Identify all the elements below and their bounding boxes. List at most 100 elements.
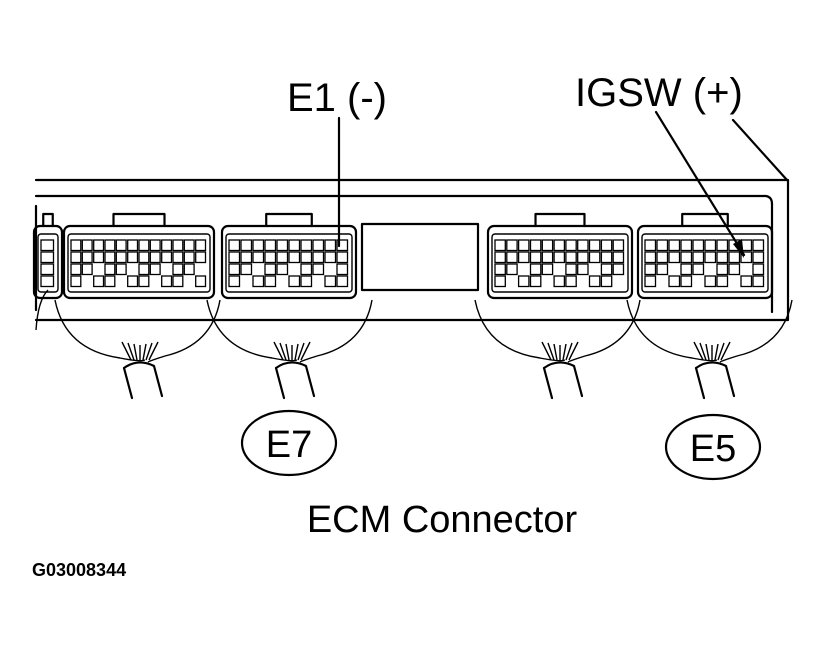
connector-partial-left	[32, 212, 64, 300]
wire-strand	[705, 343, 710, 361]
connector-pin	[553, 239, 566, 252]
wire-strand	[294, 343, 299, 361]
connector-pin	[161, 239, 173, 252]
connector-pin	[264, 251, 277, 264]
wire-strand	[565, 342, 573, 361]
connector-pin	[656, 263, 669, 276]
connector-pin	[195, 251, 207, 264]
connector-latch	[42, 212, 54, 228]
connector-pin	[728, 251, 741, 264]
connector-pin	[752, 263, 765, 276]
connector-pin	[288, 251, 301, 264]
connector-pin	[716, 239, 729, 252]
connector-body	[32, 224, 64, 300]
connector-pin	[40, 275, 55, 288]
wire-strand	[121, 341, 132, 361]
connector-inner-frame	[641, 233, 769, 293]
wire-strand	[279, 342, 287, 361]
connector-pin	[183, 251, 195, 264]
connector-pin	[680, 251, 693, 264]
connector-latch	[112, 212, 166, 228]
connector-pin	[644, 239, 657, 252]
wire-strand	[720, 341, 731, 361]
wire-sheath	[122, 361, 164, 400]
connector-inner-frame	[67, 233, 211, 293]
connector-pin	[70, 239, 82, 252]
connector-pin	[252, 251, 265, 264]
connector-body	[220, 224, 358, 300]
connector-pin	[172, 263, 184, 276]
wire-strand	[127, 342, 135, 361]
connector-pin	[529, 263, 542, 276]
connector-pin	[692, 263, 705, 276]
wire-loop-right	[147, 299, 221, 363]
connector-body	[62, 224, 216, 300]
connector-pin	[127, 275, 139, 288]
connector-pin	[600, 251, 613, 264]
connector-pin	[668, 251, 681, 264]
wire-loop-left	[206, 299, 298, 362]
connector-pin	[104, 251, 116, 264]
connector-pin	[704, 251, 717, 264]
connector-pin	[312, 239, 325, 252]
connector-pin	[506, 263, 518, 276]
connector-pin	[138, 263, 150, 276]
connector-e5-group	[486, 212, 774, 300]
connector-pin	[240, 239, 253, 252]
connector-pin	[183, 263, 195, 276]
connector-pin	[40, 263, 55, 276]
connector-pin	[149, 251, 161, 264]
wire-loop-right	[567, 299, 641, 363]
wire-loop-right	[719, 299, 793, 363]
connector-pin	[252, 239, 265, 252]
ecm-housing	[34, 178, 790, 322]
connector-pin	[70, 251, 82, 264]
connector-a1	[62, 212, 216, 300]
connector-pin	[752, 275, 765, 288]
connector-pin	[577, 251, 589, 264]
wire-loop-left	[626, 299, 718, 362]
connector-pin	[529, 251, 542, 264]
connector-pin	[600, 239, 613, 252]
connector-body	[486, 224, 634, 300]
connector-pin	[612, 239, 625, 252]
connector-pin	[553, 251, 566, 264]
connector-pin	[494, 239, 506, 252]
connector-pin	[81, 239, 93, 252]
connector-pin	[40, 239, 55, 252]
connector-pin	[300, 251, 313, 264]
wire-strand	[133, 343, 138, 361]
connector-pin	[565, 239, 577, 252]
connector-pin	[704, 239, 717, 252]
connector-pin	[565, 251, 577, 264]
connector-pin	[93, 239, 105, 252]
figure-code: G03008344	[32, 560, 126, 580]
connector-pin	[276, 251, 289, 264]
connector-pin	[104, 275, 116, 288]
wire-strand	[300, 341, 311, 361]
connector-pin	[115, 263, 127, 276]
connector-pin	[752, 251, 765, 264]
connector-latch	[265, 212, 313, 228]
connector-body	[636, 224, 774, 300]
connector-pin	[240, 251, 253, 264]
connector-pin	[70, 263, 82, 276]
connector-pin	[565, 263, 577, 276]
connector-pin	[541, 239, 554, 252]
wire-sheath	[274, 361, 316, 400]
connector-pin	[276, 263, 289, 276]
connector-pin	[183, 239, 195, 252]
connector-pin	[517, 275, 530, 288]
connector-pin	[716, 251, 729, 264]
connector-pin	[644, 263, 657, 276]
wire-strand	[148, 341, 159, 361]
connector-pin	[138, 275, 150, 288]
connector-pin	[115, 251, 127, 264]
connector-pin	[644, 251, 657, 264]
connector-pin	[228, 275, 241, 288]
connector-pin	[240, 263, 253, 276]
connector-pin	[752, 239, 765, 252]
wire-strand	[285, 343, 290, 361]
connector-pin	[680, 275, 693, 288]
